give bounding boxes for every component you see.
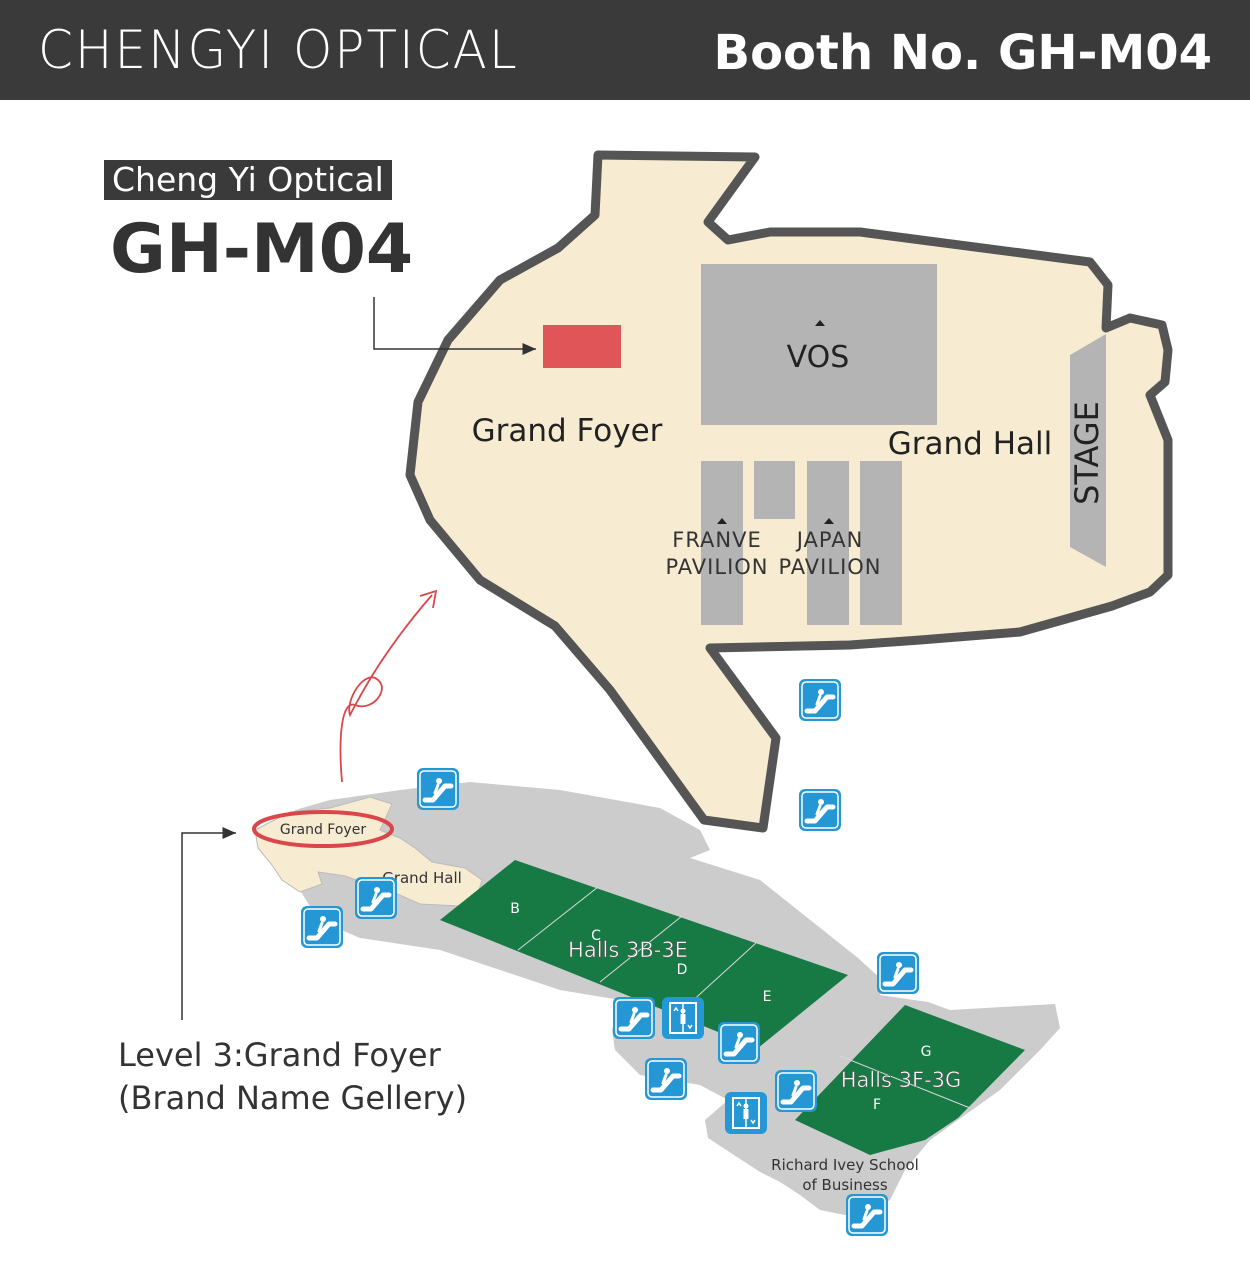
halls-3b-3e-block [440, 860, 848, 1048]
japan-entrance-marker [824, 518, 834, 524]
vos-entrance-marker [815, 320, 825, 326]
pavilion-column-2 [807, 461, 849, 625]
elevator-icon[interactable] [661, 996, 705, 1040]
escalator-icon[interactable] [718, 1022, 760, 1064]
escalator-icon[interactable] [877, 952, 919, 994]
brand-logo-text: CHENGYI OPTICAL [38, 19, 519, 81]
pavilion-column-1 [701, 461, 743, 625]
escalator-icon[interactable] [799, 679, 841, 721]
hall-d-label: D [677, 962, 688, 978]
level-caption-line-2: (Brand Name Gellery) [118, 1079, 468, 1117]
level-pointer-line [181, 827, 236, 1020]
stage-block [1070, 334, 1106, 567]
pavilion-column-3 [860, 461, 902, 625]
zoom-connector-arrow [339, 594, 433, 783]
escalator-icon[interactable] [301, 906, 343, 948]
hall-f-label: F [873, 1097, 881, 1113]
escalator-icon[interactable] [613, 997, 655, 1039]
escalator-icon[interactable] [417, 768, 459, 810]
vos-block [701, 264, 937, 425]
elevator-icon[interactable] [724, 1091, 768, 1135]
booth-number-title: Booth No. GH-M04 [713, 25, 1212, 81]
halls-3f-3g-label: Halls 3F-3G [841, 1068, 962, 1092]
hall-g-label: G [921, 1044, 932, 1060]
company-name-tag: Cheng Yi Optical [104, 160, 392, 200]
grand-foyer-highlight-circle [252, 810, 394, 848]
halls-3f-3g-block [795, 1005, 1025, 1155]
escalator-icon[interactable] [799, 789, 841, 831]
pavilion-block-small [754, 461, 795, 519]
hall-e-label: E [763, 989, 772, 1005]
booth-pointer-line [373, 297, 536, 355]
zoom-connector-arrowhead [419, 589, 438, 609]
france-pavilion-label-1: FRANVE [672, 528, 762, 552]
header-bar: CHENGYI OPTICAL Booth No. GH-M04 [0, 0, 1250, 100]
japan-pavilion-label-1: JAPAN [795, 528, 864, 552]
ivey-school-label-2: of Business [802, 1176, 888, 1194]
booth-code-label: GH-M04 [110, 210, 414, 289]
level-caption: Level 3:Grand Foyer (Brand Name Gellery) [118, 1034, 467, 1120]
escalator-icon[interactable] [645, 1058, 687, 1100]
vos-label: VOS [787, 340, 850, 375]
hall-c-label: C [591, 928, 601, 944]
escalator-icon[interactable] [846, 1194, 888, 1236]
japan-pavilion-label-2: PAVILION [778, 555, 881, 579]
grand-hall-label: Grand Hall [888, 426, 1052, 462]
escalator-icon[interactable] [355, 877, 397, 919]
level-caption-line-1: Level 3:Grand Foyer [118, 1036, 441, 1074]
booth-gh-m04-marker[interactable] [543, 325, 621, 368]
halls-3b-3e-label: Halls 3B-3E [568, 938, 688, 962]
hall-b-label: B [510, 901, 520, 917]
stage-label: STAGE [1068, 401, 1106, 505]
overview-grand-foyer-label: Grand Foyer [280, 822, 366, 838]
escalator-icon[interactable] [775, 1070, 817, 1112]
grand-foyer-label: Grand Foyer [472, 413, 663, 449]
france-pavilion-label-2: PAVILION [665, 555, 768, 579]
ivey-school-label-1: Richard Ivey School [771, 1156, 919, 1174]
overview-grand-hall-label: Grand Hall [382, 869, 462, 887]
france-entrance-marker [717, 518, 727, 524]
